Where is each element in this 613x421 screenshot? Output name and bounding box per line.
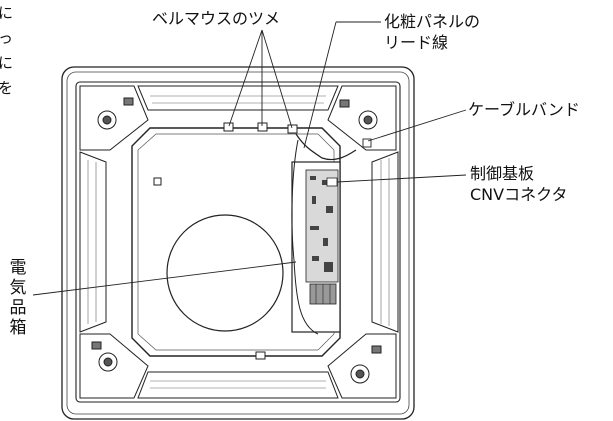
- label-control-board-1: 制御基板: [470, 164, 535, 183]
- clipped-text-4: を: [0, 79, 14, 97]
- cnv-connector: [326, 177, 338, 187]
- label-panel-lead-wire-2: リード線: [384, 33, 449, 52]
- top-louver: [137, 85, 339, 111]
- panel-lead-wire: [295, 133, 357, 161]
- bottom-louver: [137, 371, 339, 399]
- label-panel-lead-wire-1: 化粧パネルの: [384, 12, 481, 31]
- cable-band: [362, 138, 372, 148]
- fan-circle: [166, 214, 284, 332]
- panel-frame: [75, 81, 401, 403]
- label-electrical-box-char-4: 箱: [9, 318, 27, 338]
- leader-lines: [32, 21, 467, 296]
- label-electrical-box-char-2: 気: [9, 278, 27, 298]
- label-electrical-box: 電 気 品 箱: [8, 258, 28, 338]
- label-bellmouth-claw: ベルマウスのツメ: [152, 9, 281, 28]
- corner-bracket-top-right: [327, 85, 397, 151]
- label-electrical-box-char-1: 電: [9, 258, 27, 278]
- left-clipped-text: に っ に を: [0, 0, 14, 130]
- label-cable-band: ケーブルバンド: [468, 100, 580, 119]
- label-electrical-box-char-3: 品: [9, 298, 27, 318]
- outer-panel-inner-edge: [66, 71, 410, 415]
- label-control-board-2: CNVコネクタ: [470, 185, 568, 204]
- corner-bracket-bottom-right: [327, 333, 397, 399]
- corner-bracket-bottom-left: [79, 333, 149, 399]
- left-louver: [79, 151, 107, 333]
- corner-bracket-top-left: [79, 85, 149, 151]
- clipped-text-1: に: [0, 4, 14, 22]
- right-louver: [371, 151, 399, 333]
- clipped-text-2: っ: [0, 29, 14, 47]
- clipped-text-3: に: [0, 54, 14, 72]
- bellmouth-claws: [153, 122, 298, 360]
